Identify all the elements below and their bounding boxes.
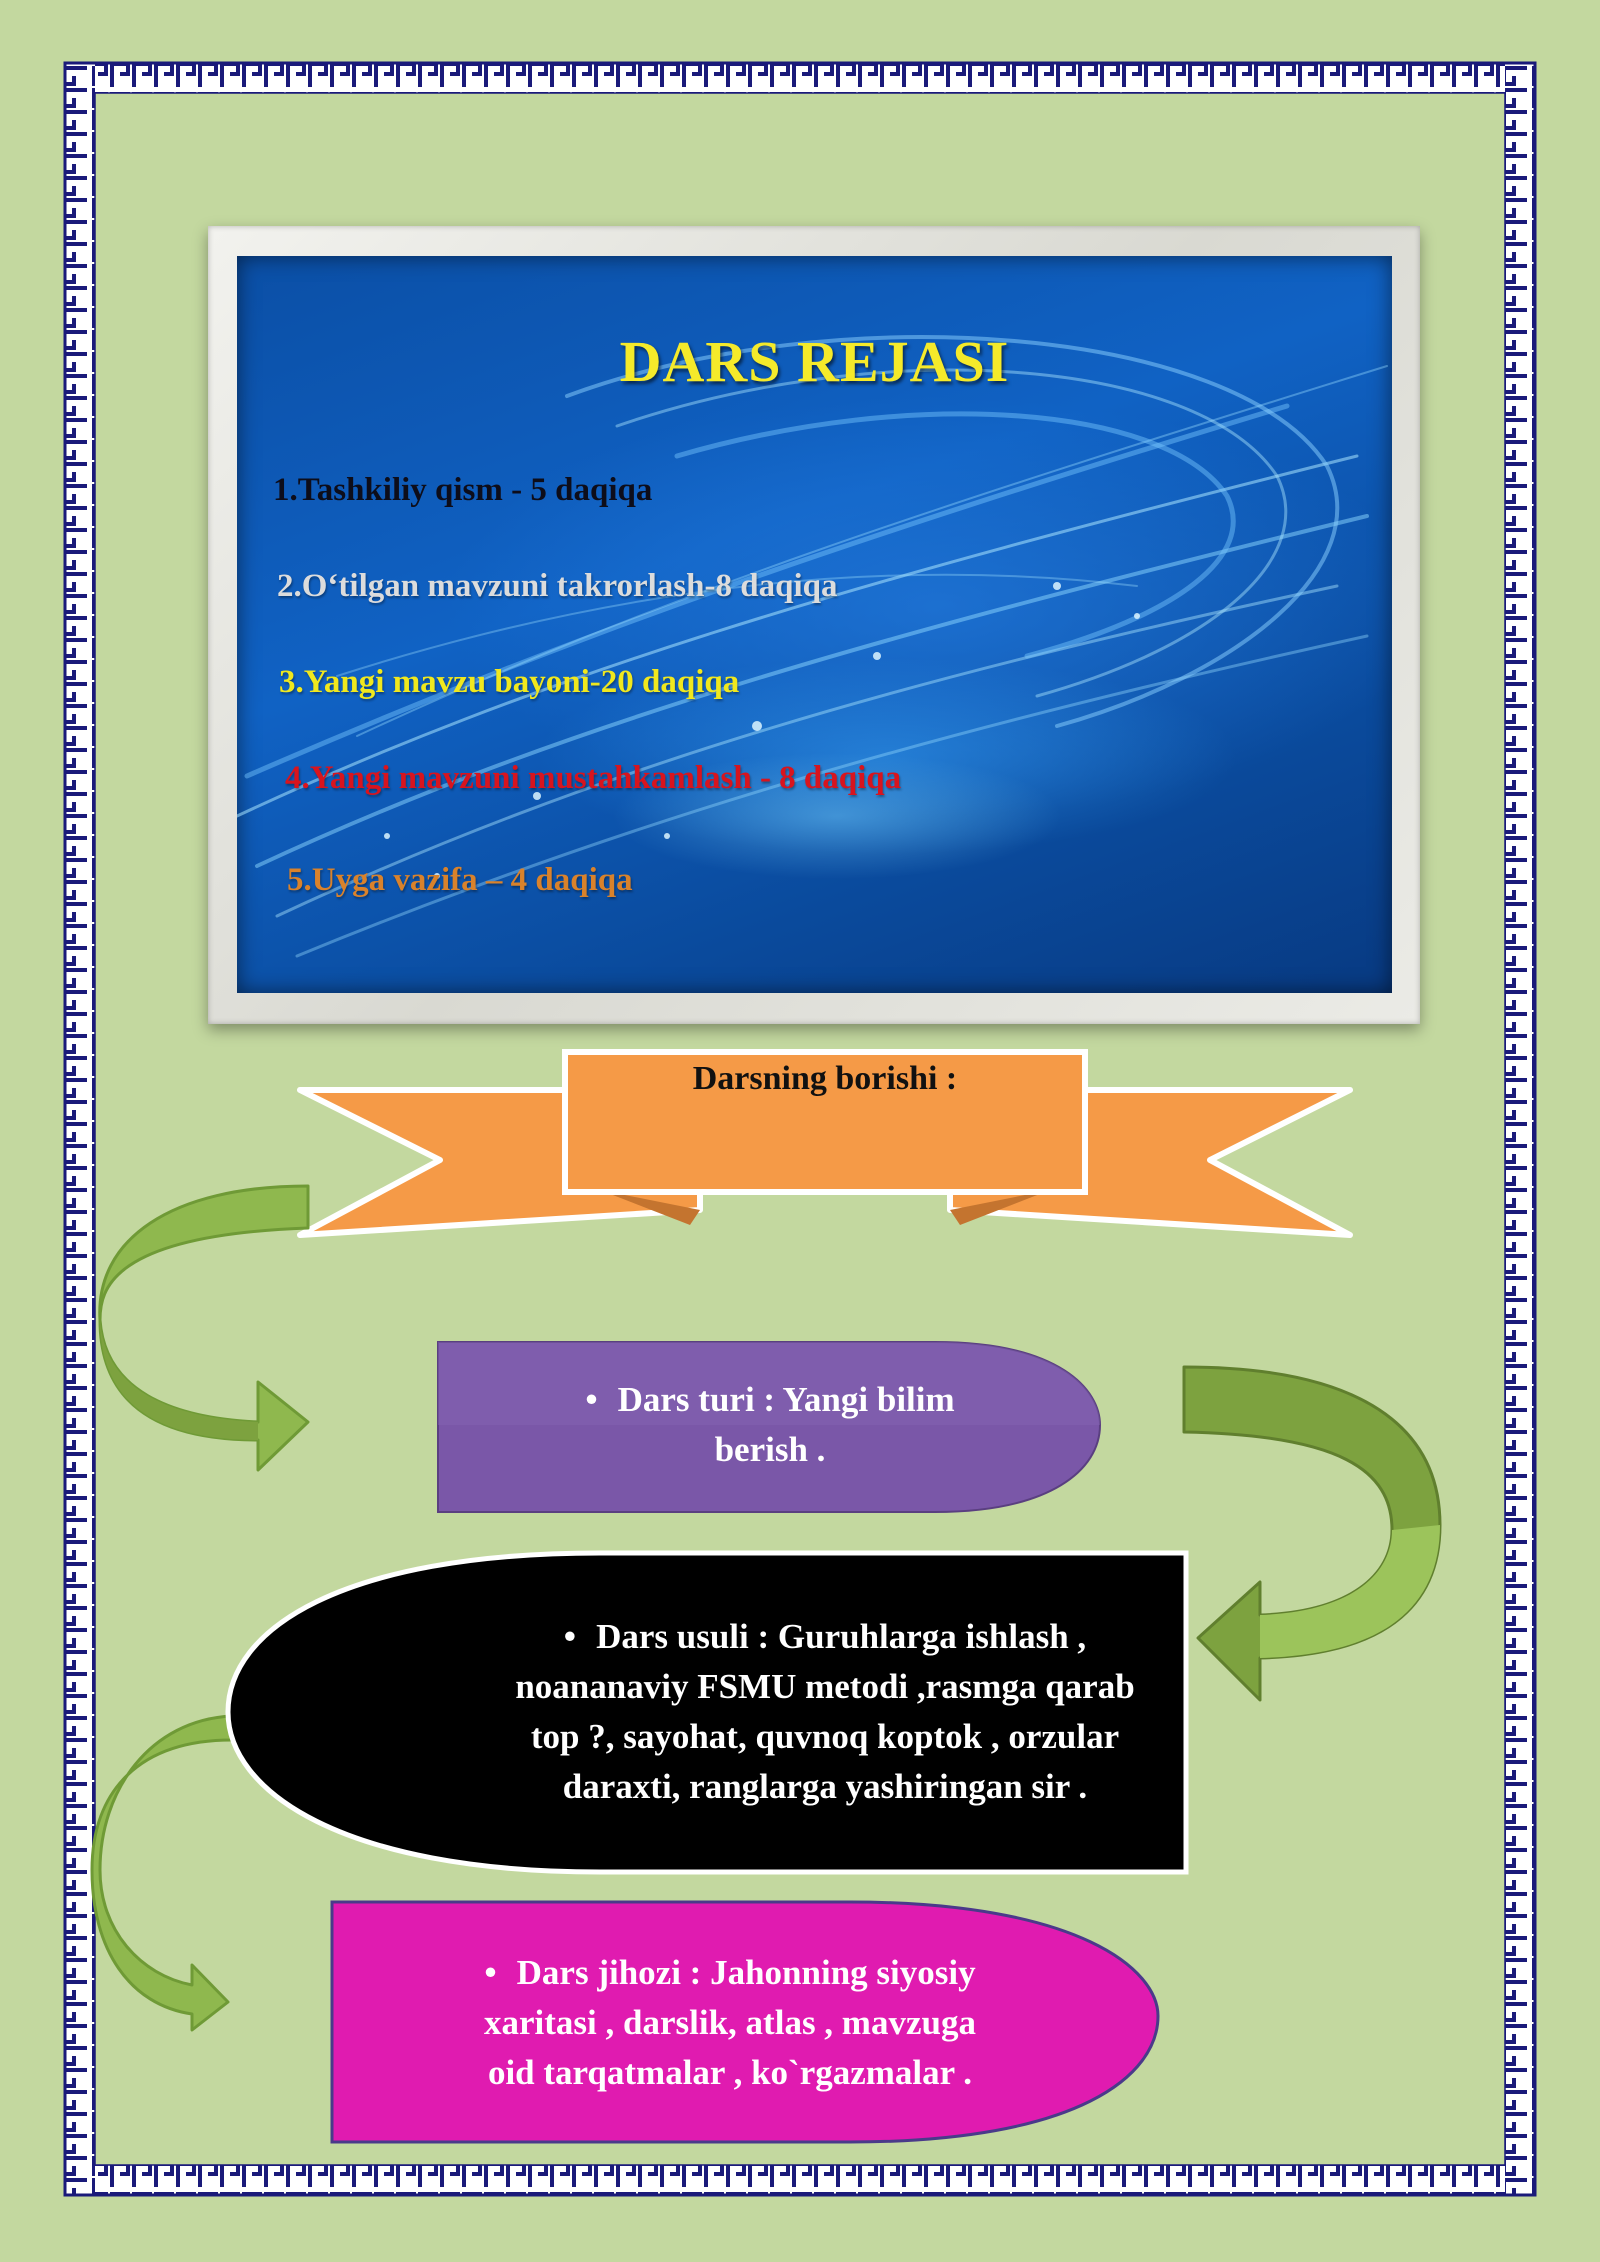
dars-turi-text: • Dars turi : Yangi bilim berish . [470,1375,1070,1475]
dars-turi-line-1: • Dars turi : Yangi bilim [470,1375,1070,1425]
plan-item-review: 2.O‘tilgan mavzuni takrorlash-8 daqiqa [277,568,838,604]
bullet-icon: • [563,1617,577,1656]
lesson-plan-title: DARS REJASI [619,329,1010,394]
light-streaks-decoration [237,335,1388,958]
dars-usuli-shape [225,1550,1189,1875]
plan-item-organization: 1.Tashkiliy qism - 5 daqiqa [273,472,653,508]
dars-jihozi-shape [330,1900,1160,2144]
banner-label: Darsning borishi : [692,1060,958,1097]
dars-usuli-text: • Dars usuli : Guruhlarga ishlash , noana… [465,1612,1185,1812]
curved-arrow-3 [90,1714,234,2032]
dars-jihozi-line-2: xaritasi , darslik, atlas , mavzuga [484,2003,976,2042]
dars-jihozi-line-3: oid tarqatmalar , ko`rgazmalar . [487,2053,973,2092]
plan-item-new-topic: 3.Yangi mavzu bayoni-20 daqiqa [279,664,740,700]
bullet-icon: • [585,1380,598,1419]
dars-usuli-line-1: • Dars usuli : Guruhlarga ishlash , [465,1612,1185,1662]
dars-turi-label: Dars turi : Yangi bilim [617,1380,955,1419]
bullet-icon: • [484,1953,497,1992]
dars-jihozi-text: • Dars jihozi : Jahonning siyosiy xaritas… [390,1948,1070,2098]
plan-item-reinforcement: 4.Yangi mavzuni mustahkamlash - 8 daqiqa [285,760,902,796]
plan-item-homework: 5.Uyga vazifa – 4 daqiqa [287,862,633,898]
dars-jihozi-line-1: • Dars jihozi : Jahonning siyosiy [390,1948,1070,1998]
curved-arrow-2 [1182,1365,1442,1702]
dars-jihozi-label: Dars jihozi : Jahonning siyosiy [516,1953,976,1992]
dars-turi-line-2: berish . [714,1430,826,1469]
dars-turi-shape [437,1341,1102,1513]
lesson-plan-board: DARS REJASI 1.Tashkiliy qism - 5 daqiqa … [237,256,1392,993]
curved-arrow-1 [98,1184,310,1472]
dars-usuli-line-3: top ?, sayohat, quvnoq koptok , orzular [530,1717,1120,1756]
dars-usuli-line-2: noananaviy FSMU metodi ,rasmga qarab [515,1667,1135,1706]
dars-usuli-line-4: daraxti, ranglarga yashiringan sir . [562,1767,1088,1806]
ribbon-banner [297,1049,1353,1238]
dars-usuli-label: Dars usuli : Guruhlarga ishlash , [596,1617,1087,1656]
